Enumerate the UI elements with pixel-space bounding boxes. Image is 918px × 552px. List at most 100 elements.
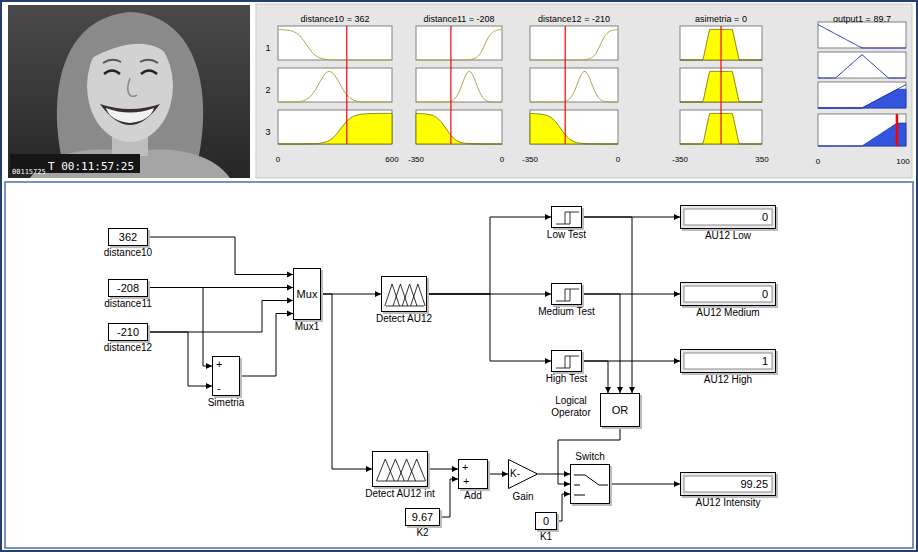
output-area — [818, 123, 906, 146]
signal-line — [610, 481, 680, 487]
wire — [240, 314, 293, 377]
text-slot: High Test — [546, 373, 588, 385]
wire — [321, 294, 372, 469]
block-value: 0 — [762, 211, 768, 223]
wire — [582, 217, 632, 393]
relay-icon — [556, 212, 579, 224]
axis-tick: 600 — [385, 155, 398, 164]
signal-line — [240, 311, 293, 377]
membership-curve — [278, 30, 392, 61]
label-slot: T 00:11:57:25 — [48, 156, 134, 174]
fuzzy-icon — [385, 284, 425, 306]
wire — [427, 294, 551, 361]
block-value: K- — [510, 468, 520, 480]
text-slot: AU12 High — [704, 374, 752, 386]
axis-tick: -350 — [408, 155, 424, 164]
label-slot: 2 — [265, 79, 270, 97]
text-slot: Mux1 — [295, 321, 319, 333]
constant-block: 0K1 — [535, 512, 557, 530]
text-slot: 0 — [681, 283, 775, 305]
block-value: + — [216, 358, 222, 370]
variable-title: distance11 = -208 — [423, 14, 494, 24]
variable-title: distance12 = -210 — [538, 14, 610, 24]
wire — [440, 479, 458, 517]
text-slot: K- — [510, 459, 520, 489]
label-slot: 1 — [265, 37, 270, 55]
text-slot: OR — [601, 394, 639, 426]
block-value: -208 — [117, 282, 139, 294]
block-label: distance11 — [104, 298, 152, 309]
text-slot: AU12 Low — [705, 230, 751, 242]
block-label: Switch — [575, 451, 604, 462]
text-slot: Switch — [575, 451, 604, 463]
text-slot: + — [216, 358, 222, 370]
label-slot: output1 = 89.7 — [833, 8, 891, 26]
display-block: 99.25AU12 Intensity — [680, 472, 776, 496]
plot-box — [530, 26, 618, 60]
text-slot: AU12 Medium — [696, 307, 759, 319]
label-slot: -350 — [408, 148, 424, 166]
text-slot: Logical Operator — [544, 395, 598, 419]
output-membership — [818, 85, 906, 108]
wire — [557, 494, 570, 521]
constant-block: -210distance12 — [108, 323, 148, 341]
wire — [610, 484, 680, 485]
fuzzy-block: Detect AU12 — [381, 276, 427, 312]
block-value: 99.25 — [740, 478, 768, 490]
block-label: AU12 Low — [705, 230, 751, 241]
block-label: Low Test — [547, 229, 586, 240]
input-value-line — [720, 26, 721, 144]
label-slot: 3 — [265, 121, 270, 139]
active-membership — [278, 113, 392, 144]
input-value-line — [565, 26, 566, 144]
text-slot: 362 — [109, 229, 147, 245]
signal-line — [427, 214, 551, 294]
plot-box — [818, 82, 906, 108]
timestamp-prefix: 00115725 — [12, 168, 46, 176]
eyes — [104, 71, 157, 75]
text-slot: Medium Test — [538, 306, 595, 318]
text-slot: Detect AU12 — [376, 313, 432, 325]
rule-number: 1 — [265, 43, 270, 53]
text-slot: 1 — [681, 350, 775, 372]
mouth — [100, 104, 160, 125]
switch-block: Switch — [570, 464, 610, 504]
display-block: 0AU12 Low — [680, 205, 776, 229]
wire — [148, 288, 212, 367]
text-slot: K1 — [540, 531, 552, 543]
plot-box — [278, 68, 392, 102]
label-slot: -350 — [672, 148, 688, 166]
variable-title: asimetria = 0 — [695, 14, 747, 24]
text-slot: + — [462, 461, 468, 473]
label-slot: 00115725 — [12, 160, 46, 178]
axis-tick: 0 — [616, 155, 620, 164]
membership-curve — [530, 30, 618, 60]
display-block: 1AU12 High — [680, 349, 776, 373]
label-slot: 0 — [276, 148, 280, 166]
output-membership — [818, 25, 906, 48]
signal-line — [557, 491, 570, 521]
block-value: 362 — [119, 231, 137, 243]
label-slot: distance12 = -210 — [538, 8, 610, 26]
sw-icon — [571, 465, 611, 505]
plot-box — [416, 110, 502, 144]
output-value-line — [896, 114, 899, 146]
signal-line — [440, 476, 458, 517]
block-label: Add — [464, 490, 482, 501]
text-slot: distance11 — [104, 298, 152, 310]
axis-tick: 0 — [816, 157, 820, 166]
block-label: Detect AU12 — [376, 313, 432, 324]
label-slot: 600 — [385, 148, 398, 166]
signal-line — [427, 294, 551, 364]
block-label: Medium Test — [538, 306, 595, 317]
block-label: Gain — [512, 491, 533, 502]
display-field — [684, 286, 772, 302]
active-membership — [530, 114, 618, 145]
fuzzy-block: Detect AU12 int — [372, 451, 428, 487]
gain-block: K-Gain — [508, 459, 538, 489]
display-field — [684, 476, 772, 492]
block-label: Detect AU12 int — [365, 488, 434, 499]
block-label: AU12 High — [704, 374, 752, 385]
text-slot: + — [463, 475, 469, 487]
